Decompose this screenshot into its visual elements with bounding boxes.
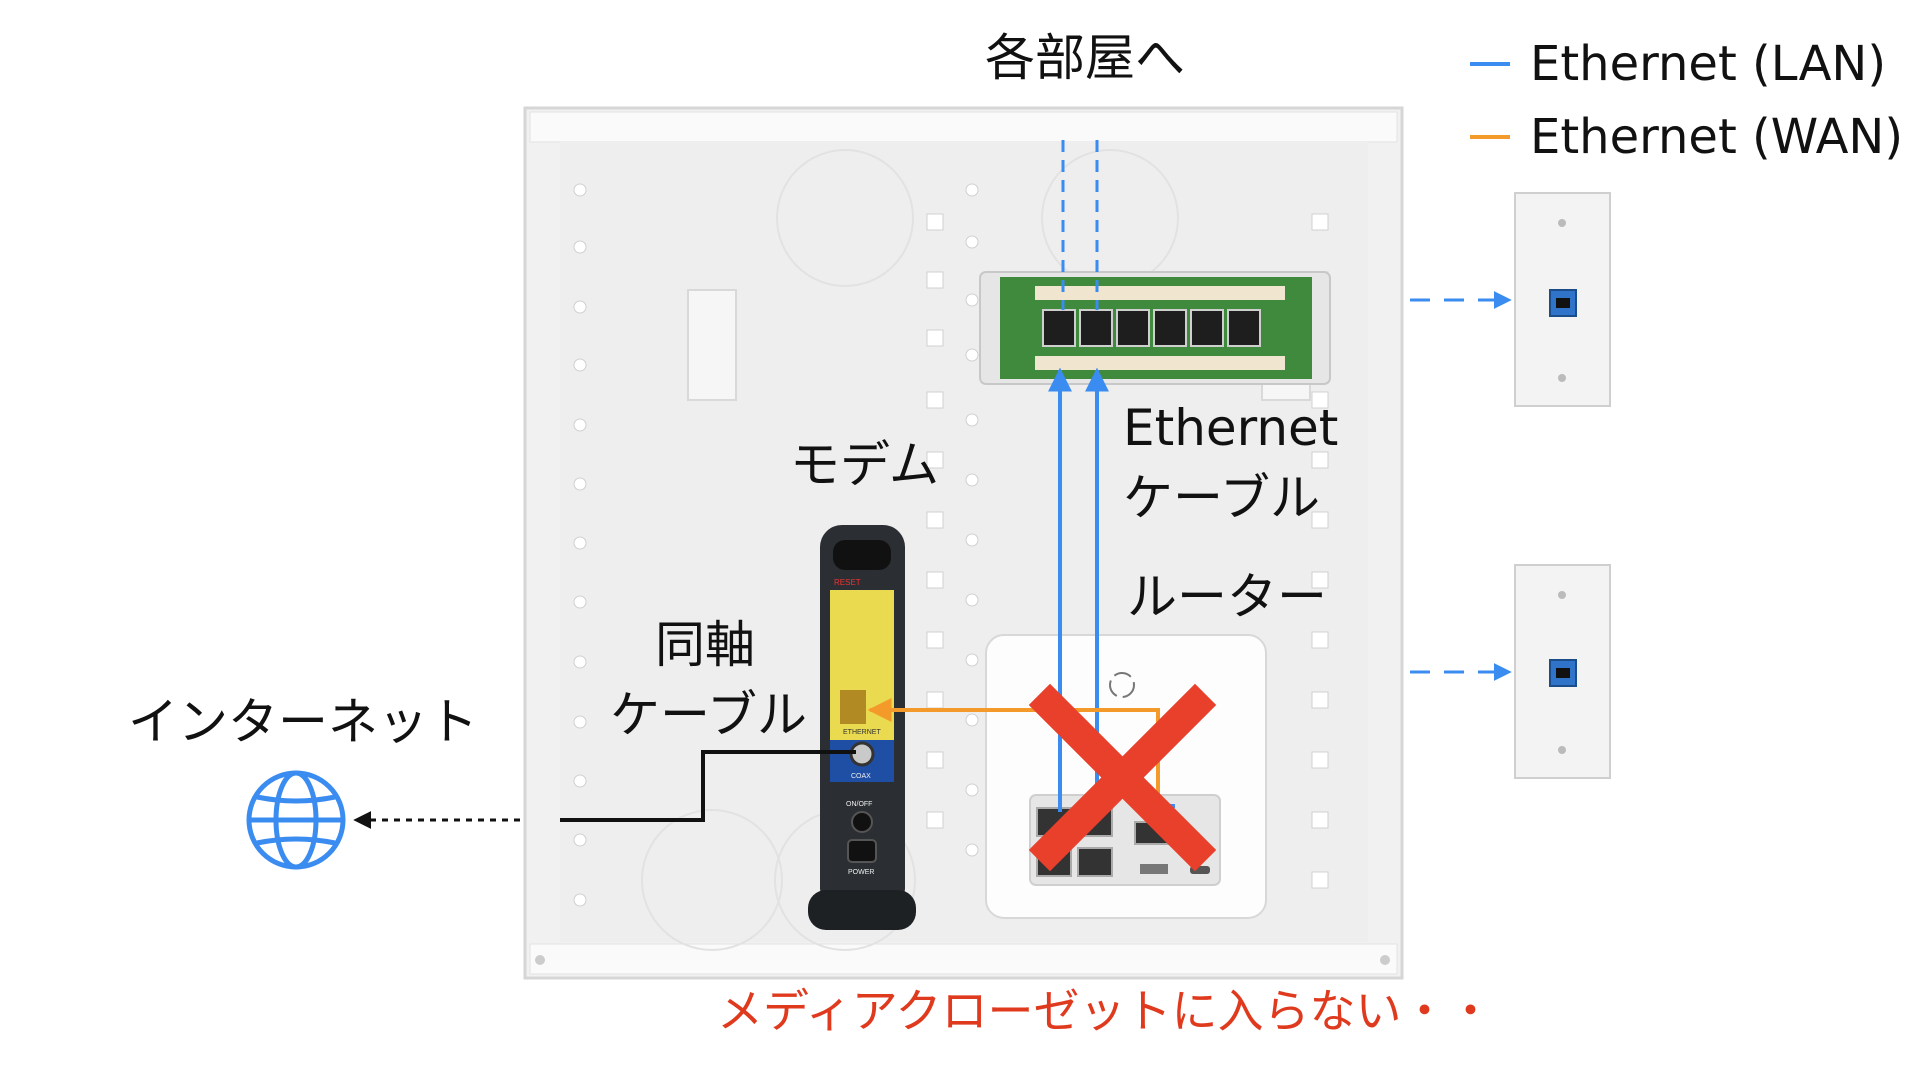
patch-panel: [979, 271, 1331, 385]
label-warning: メディアクローゼットに入らない・・: [717, 984, 1494, 1038]
modem-coax-text: COAX: [851, 773, 871, 780]
lan-cables-to-rooms: [1061, 140, 1512, 681]
label-router: ルーター: [1127, 568, 1327, 626]
legend-wan-label: Ethernet (WAN): [1530, 109, 1904, 165]
label-modem: モデム: [790, 436, 939, 494]
modem-reset-text: RESET: [834, 578, 861, 587]
legend-lan-label: Ethernet (LAN): [1530, 36, 1887, 92]
modem-onoff-text: ON/OFF: [846, 801, 872, 808]
label-to-rooms: 各部屋へ: [985, 29, 1185, 87]
modem-power-text: POWER: [848, 869, 874, 876]
label-coax-line2: ケーブル: [610, 686, 807, 744]
wan-cable: [867, 698, 1160, 822]
globe-icon: [246, 770, 346, 870]
modem-ethernet-text: ETHERNET: [843, 729, 881, 736]
media-closet: [523, 106, 1404, 980]
label-internet: インターネット: [128, 693, 478, 751]
label-ethernet-line2: ケーブル: [1123, 469, 1320, 527]
label-ethernet-line1: Ethernet: [1123, 399, 1339, 457]
modem: RESET ETHERNET COAX ON/OFF POWER: [808, 525, 916, 930]
cross-mark-icon: [1028, 683, 1217, 872]
coax-cable: [560, 750, 856, 822]
wall-jack-1: [1514, 192, 1611, 407]
wall-jack-2: [1514, 564, 1611, 779]
label-coax-line1: 同軸: [655, 616, 755, 674]
